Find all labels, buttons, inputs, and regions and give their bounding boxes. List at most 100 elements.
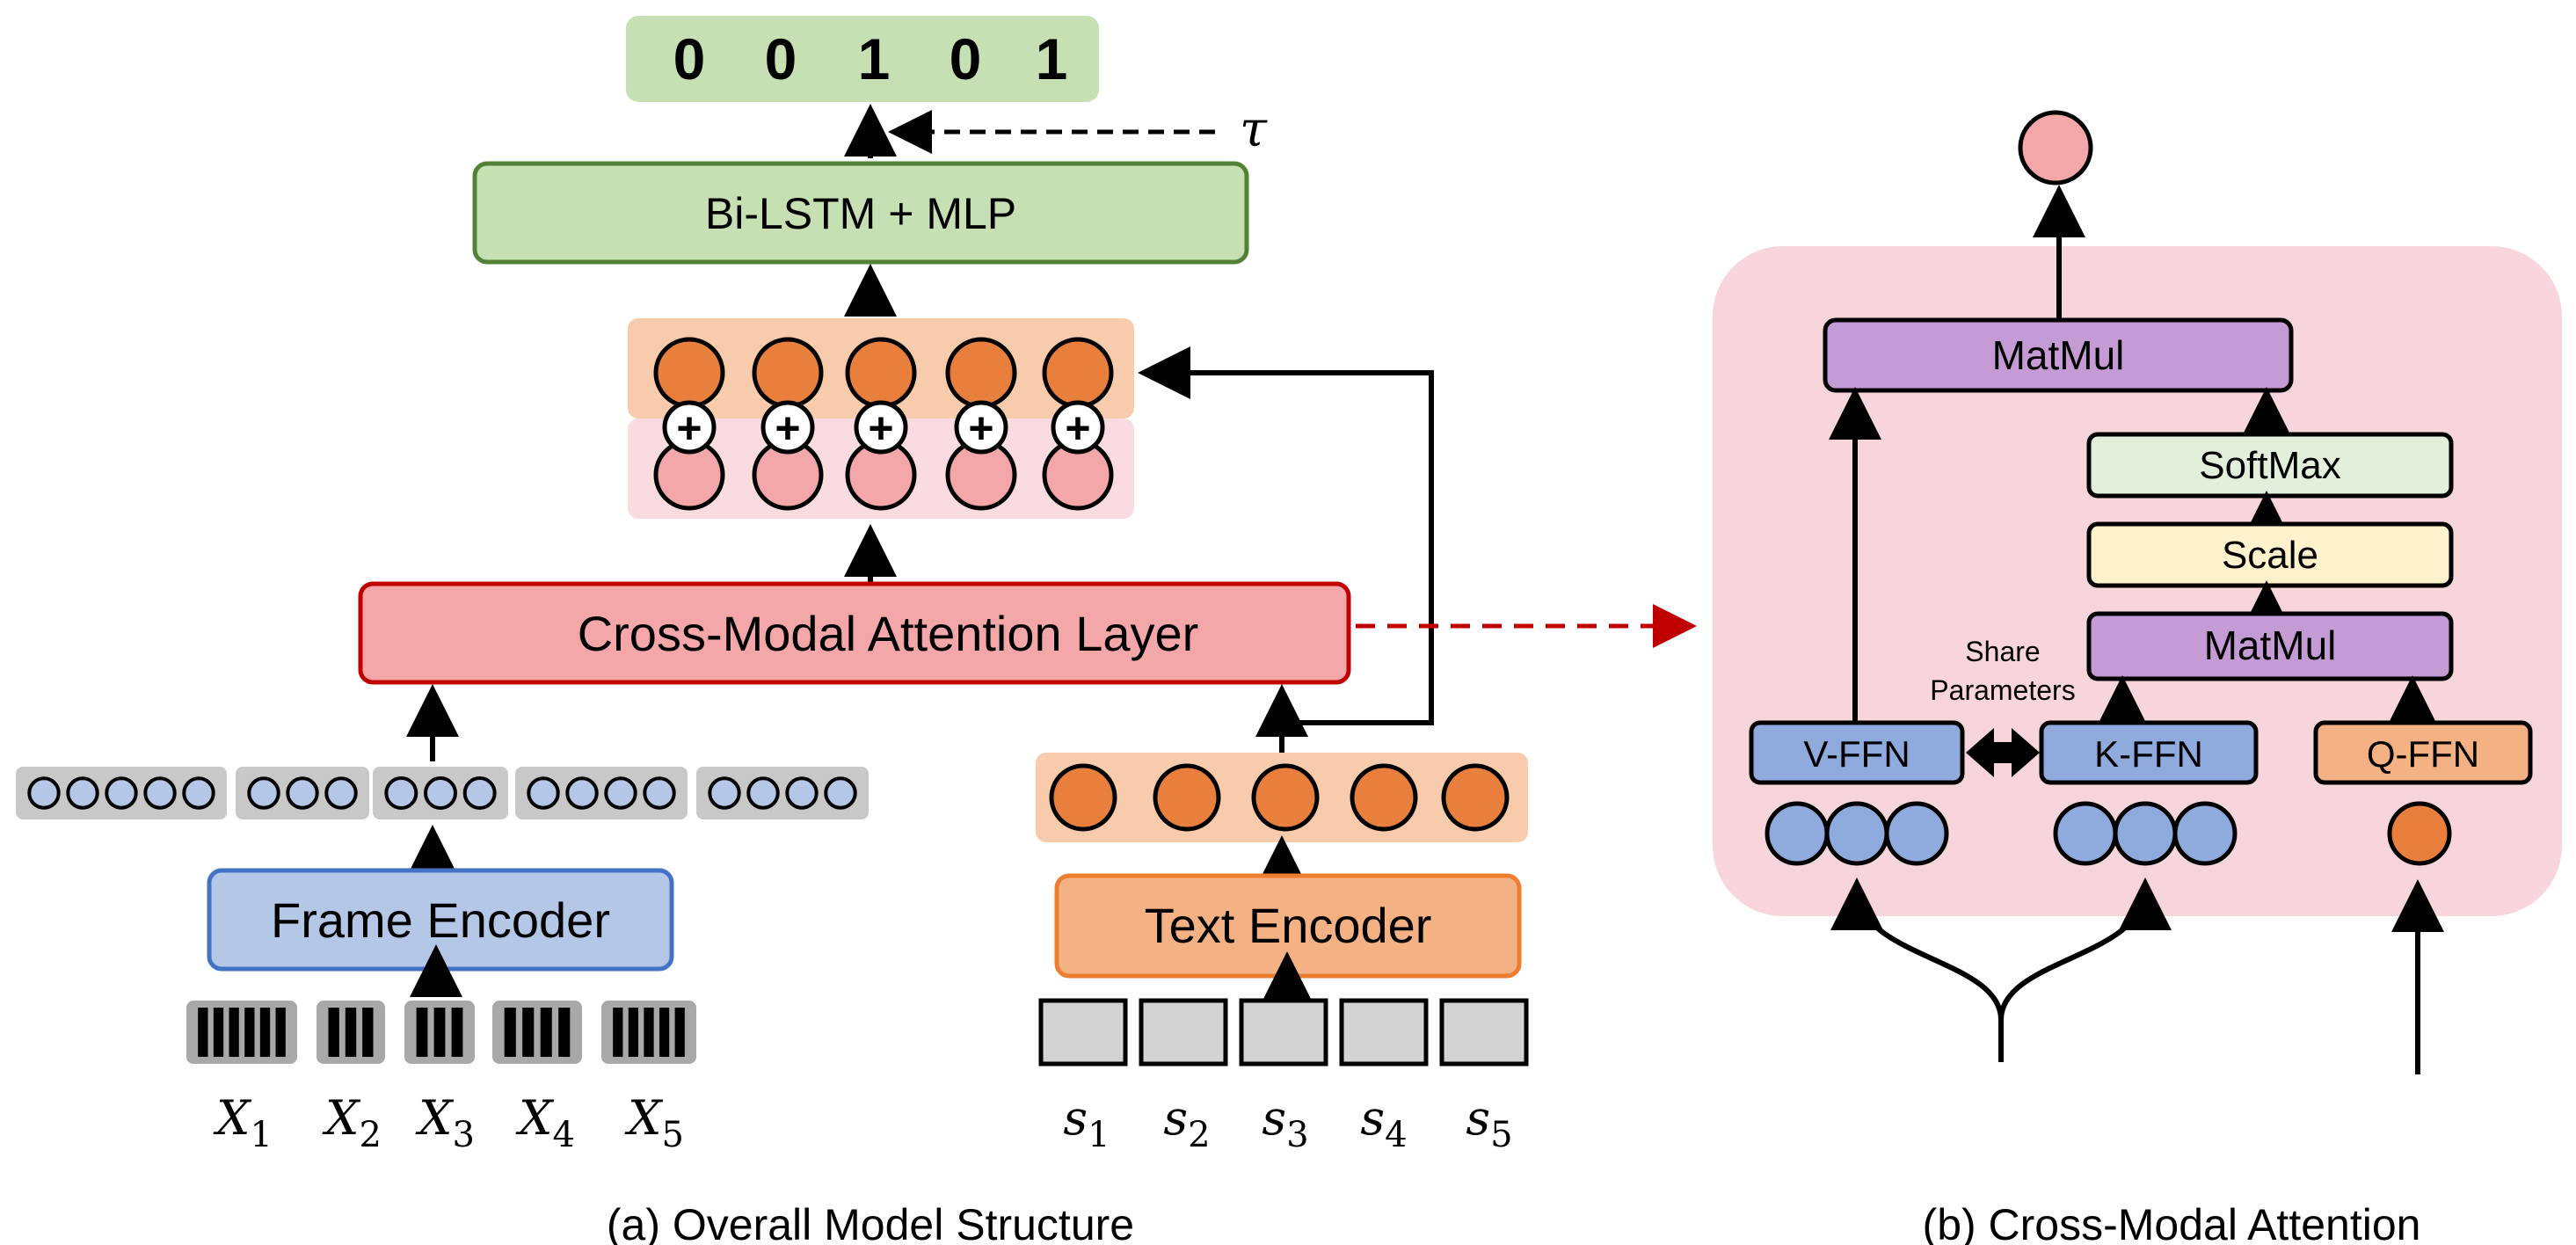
frame-feature-node <box>384 776 418 810</box>
query-input-node <box>2387 801 2452 866</box>
frame-bar <box>328 1008 339 1057</box>
frame-bar <box>433 1008 446 1057</box>
frame-bar <box>540 1008 552 1057</box>
sentence-input-label: s5 <box>1466 1090 1512 1155</box>
text-feature-node <box>845 337 917 409</box>
frame-feature-node <box>27 776 61 810</box>
frame-input-label: X3 <box>415 1090 475 1155</box>
frame-feature-node <box>604 776 637 810</box>
key-value-input-node <box>2113 801 2178 866</box>
sum-symbol: + <box>968 404 993 453</box>
text-feature-node <box>1251 763 1320 832</box>
sentence-input-label: s1 <box>1063 1090 1110 1155</box>
frame-bar <box>558 1008 571 1057</box>
text-feature-node <box>752 337 824 409</box>
sum-operator <box>954 400 1008 455</box>
frame-bar <box>416 1008 428 1057</box>
caption-a: (a) Overall Model Structure <box>607 1200 1134 1245</box>
sum-symbol: + <box>676 404 702 453</box>
sentence-token <box>1139 998 1228 1067</box>
frame-feature-strip <box>696 767 869 819</box>
frame-feature-node <box>66 776 99 810</box>
v-ffn-block <box>1749 720 1965 785</box>
text-feature-node <box>945 337 1017 409</box>
sentence-input-label: s3 <box>1262 1090 1308 1155</box>
cross-modal-attention-label: Cross-Modal Attention Layer <box>578 606 1199 661</box>
matmul-mid-label: MatMul <box>2204 622 2337 668</box>
frame-feature-node <box>182 776 215 810</box>
frame-feature-node <box>824 776 857 810</box>
frame-bar <box>659 1008 670 1057</box>
sentence-token <box>1038 998 1128 1067</box>
frame-bar <box>522 1008 535 1057</box>
text-encoder-label: Text Encoder <box>1145 898 1432 953</box>
key-value-input-node <box>2172 801 2238 866</box>
matmul-mid-block <box>2086 611 2454 681</box>
frame-feature-node <box>708 776 741 810</box>
output-bit: 1 <box>858 26 891 91</box>
text-feature-node <box>1042 337 1114 409</box>
frame-input-label: X4 <box>515 1090 575 1155</box>
sum-operator <box>854 400 908 455</box>
shared-input-branch-left <box>1830 877 2004 1062</box>
frame-feature-strip <box>515 767 688 819</box>
frame-bar <box>275 1008 286 1057</box>
frame-bar <box>644 1008 654 1057</box>
text-feature-node <box>1350 763 1418 832</box>
frame-feature-node <box>286 776 319 810</box>
output-bits-box <box>626 16 1099 102</box>
k-ffn-label: K-FFN <box>2094 733 2203 775</box>
output-bit: 0 <box>950 26 982 91</box>
frame-bar <box>628 1008 639 1057</box>
k-ffn-block <box>2039 720 2259 785</box>
sum-symbol: + <box>775 404 800 453</box>
output-bit: 1 <box>1036 26 1068 91</box>
frame-bar <box>244 1008 255 1057</box>
sentence-input-label: s2 <box>1163 1090 1210 1155</box>
q-ffn-block <box>2313 720 2533 785</box>
share-parameters-double-arrow <box>1966 728 2040 777</box>
frame-bar <box>613 1008 623 1057</box>
bilstm-mlp-block <box>472 161 1249 265</box>
frame-feature-node <box>746 776 780 810</box>
key-value-input-node <box>1884 801 1949 866</box>
attention-output-node <box>2018 110 2093 186</box>
frame-encoder-label: Frame Encoder <box>271 892 610 948</box>
frame-feature-node <box>324 776 358 810</box>
frame-feature-node <box>143 776 177 810</box>
frame-bar <box>504 1008 516 1057</box>
v-ffn-label: V-FFN <box>1803 733 1910 775</box>
sum-symbol: + <box>868 404 893 453</box>
text-feature-node <box>653 337 725 409</box>
output-bit: 0 <box>673 26 706 91</box>
frame-feature-node <box>527 776 560 810</box>
sentence-input-label: s4 <box>1360 1090 1407 1155</box>
frame-feature-node <box>247 776 280 810</box>
sum-operator <box>760 400 815 455</box>
key-value-input-node <box>1765 801 1830 866</box>
shared-input-branch-right <box>1998 877 2172 1062</box>
frame-bar <box>451 1008 463 1057</box>
sum-operator <box>662 400 717 455</box>
frame-feature-node <box>785 776 819 810</box>
output-bit: 0 <box>765 26 797 91</box>
key-value-input-node <box>1824 801 1889 866</box>
text-feature-node <box>1049 763 1117 832</box>
cross-modal-attention-block <box>358 581 1351 685</box>
frame-bar <box>345 1008 357 1057</box>
q-ffn-label: Q-FFN <box>2367 733 2479 775</box>
frame-feature-node <box>424 776 457 810</box>
text-feature-node <box>1153 763 1221 832</box>
sentence-token <box>1339 998 1429 1067</box>
bilstm-mlp-label: Bi-LSTM + MLP <box>705 189 1016 238</box>
softmax-label: SoftMax <box>2199 444 2340 487</box>
frame-input-label: X5 <box>624 1090 684 1155</box>
sentence-token <box>1439 998 1529 1067</box>
frame-bar <box>229 1008 239 1057</box>
sentence-token <box>1239 998 1328 1067</box>
frame-input-label: X2 <box>322 1090 382 1155</box>
share-label-line2: Parameters <box>1930 674 2075 706</box>
scale-label: Scale <box>2222 534 2318 577</box>
sum-symbol: + <box>1065 404 1090 453</box>
